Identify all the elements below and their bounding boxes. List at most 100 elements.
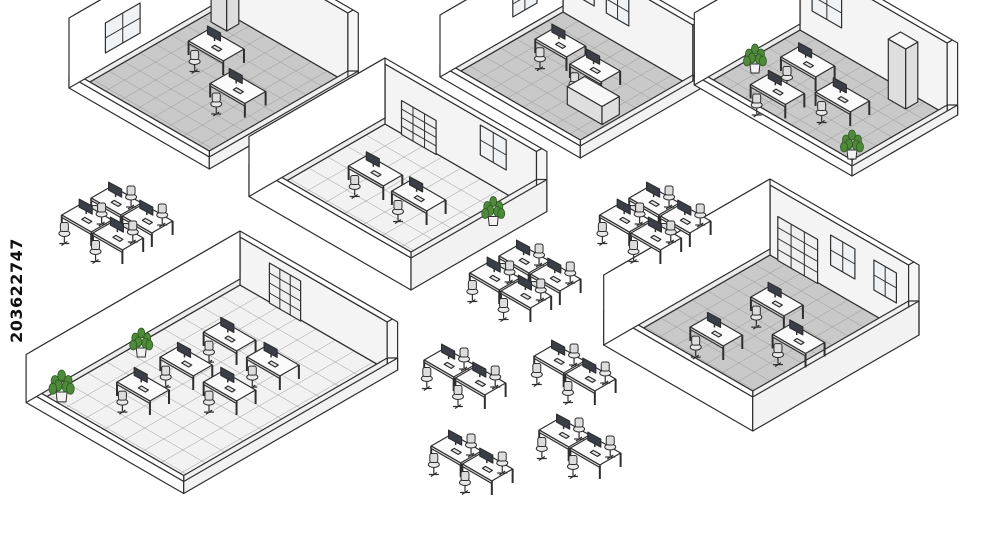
bookshelf	[400, 99, 437, 156]
monitor	[645, 181, 661, 198]
plant-leaf	[497, 208, 506, 219]
chair-base	[430, 472, 438, 477]
office-chair	[159, 365, 172, 390]
chair-base	[129, 239, 137, 245]
desk-edge	[569, 447, 601, 469]
monitor	[220, 316, 235, 333]
chair-back	[393, 200, 403, 210]
keyboard	[619, 216, 631, 224]
office-chair	[496, 451, 509, 476]
plant-leaf	[481, 208, 490, 219]
office-chair	[633, 202, 646, 227]
chair-back	[126, 185, 136, 196]
keyboard	[549, 275, 562, 283]
cabinet-side	[226, 0, 240, 32]
desk	[689, 311, 744, 360]
chair-base	[667, 239, 675, 245]
monitor-screen	[479, 447, 494, 464]
keyboard	[481, 465, 493, 473]
window-mullion	[105, 17, 141, 39]
monitor	[832, 77, 847, 94]
monitor-screen	[409, 176, 424, 193]
right-wall-end	[907, 261, 920, 336]
tile-line	[512, 47, 626, 114]
monitor	[263, 341, 278, 358]
workstation-cluster-left	[58, 181, 174, 264]
office-chair	[125, 185, 138, 210]
chair-base	[753, 112, 761, 118]
chair-base	[454, 404, 462, 409]
desk-edge	[430, 445, 462, 467]
monitor	[585, 48, 601, 65]
keyboard	[224, 385, 236, 393]
chair-back	[752, 93, 762, 104]
chair-base	[460, 366, 468, 372]
office-chair	[566, 455, 579, 479]
chair-base	[538, 456, 546, 461]
chair-base	[98, 221, 105, 227]
monitor-screen	[133, 366, 148, 383]
chair-base	[491, 384, 499, 390]
chair-base	[467, 452, 475, 458]
desk-edge	[391, 190, 428, 215]
plant-leaf	[751, 43, 759, 55]
workstation-cluster-right	[596, 181, 712, 264]
chair-base	[630, 259, 637, 264]
desk	[202, 316, 257, 365]
window-mullion	[873, 274, 897, 289]
chair-base	[696, 222, 704, 228]
chair-base	[158, 222, 166, 228]
chair-back	[460, 471, 470, 481]
monitor	[551, 23, 566, 40]
desk-edge	[814, 91, 851, 116]
desk-edge	[348, 165, 384, 190]
monitor-screen	[797, 42, 813, 59]
monitor	[582, 357, 597, 374]
desk	[390, 176, 447, 225]
office-chair	[466, 280, 479, 304]
window-mullion	[818, 0, 842, 14]
tile-line	[68, 383, 216, 470]
monitor-screen	[551, 23, 566, 40]
desk-edge	[564, 373, 596, 395]
cabinet-front	[887, 38, 907, 110]
chair-back	[453, 385, 463, 395]
monitor-screen	[645, 181, 661, 198]
office-chair	[458, 471, 471, 495]
bookshelf	[777, 215, 819, 285]
chair-base	[533, 382, 541, 387]
room-office-room-with-cubicle-desks	[248, 57, 548, 291]
chair-base	[536, 66, 544, 72]
chair-back	[497, 451, 507, 462]
desk-edge	[534, 38, 568, 61]
desk-edge	[159, 356, 194, 380]
desk	[202, 366, 257, 415]
monitor	[767, 69, 782, 86]
keyboard	[141, 217, 153, 225]
chair-back	[97, 202, 107, 213]
chair-base	[535, 262, 543, 268]
workstation-pair-2	[530, 339, 617, 405]
chair-back	[429, 453, 439, 463]
monitor-screen	[585, 48, 601, 65]
window-mullion	[480, 139, 507, 156]
chair-back	[534, 243, 544, 254]
keyboard	[413, 195, 425, 203]
chair-back	[817, 101, 827, 111]
window	[582, 0, 595, 7]
keyboard	[181, 360, 193, 368]
chair-back	[666, 220, 676, 231]
desk-edge	[116, 381, 151, 405]
office-chair	[116, 390, 129, 415]
chair-back	[773, 343, 783, 354]
desk-edge	[780, 56, 817, 81]
plant-pot	[749, 63, 761, 74]
monitor	[139, 199, 154, 216]
desk	[771, 319, 826, 368]
office-chair	[58, 222, 71, 246]
office-chair	[156, 203, 169, 228]
keyboard	[711, 330, 723, 338]
desk-edge	[469, 272, 500, 294]
tile-line	[150, 350, 355, 469]
chair-base	[498, 470, 506, 476]
